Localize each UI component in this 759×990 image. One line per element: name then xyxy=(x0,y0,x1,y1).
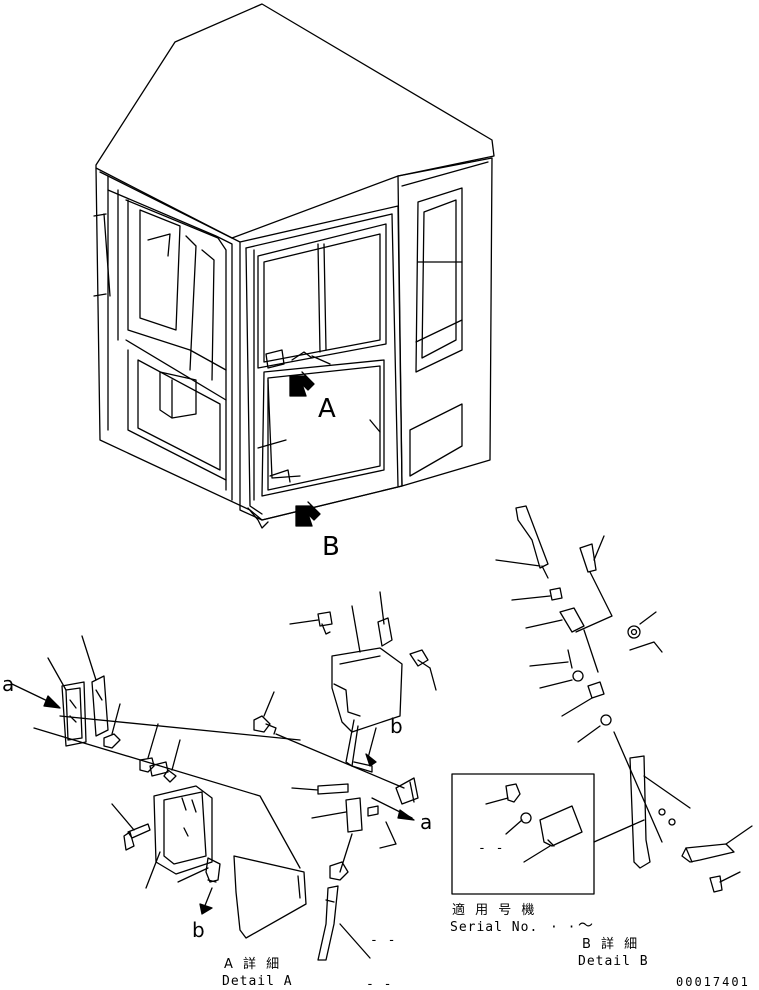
ref-label-a-left: a xyxy=(2,672,15,696)
cab-assembly xyxy=(93,3,495,529)
applicable-label-jp: 適 用 号 機 xyxy=(452,903,538,918)
detail-a-title-jp: A 詳 細 xyxy=(224,957,283,972)
bottom-placeholder-2: - - xyxy=(366,977,393,990)
bottom-placeholder: - - xyxy=(370,933,397,948)
detail-b-title-en: Detail B xyxy=(578,954,649,969)
drawing-number: 00017401 xyxy=(676,975,750,989)
serial-dots: · · xyxy=(550,920,577,935)
detail-a-parts xyxy=(11,635,405,939)
detail-b-parts xyxy=(495,505,753,893)
inset-placeholder: - - xyxy=(478,841,505,856)
ref-label-a-right: a xyxy=(420,810,433,834)
serial-tilde: 〜 xyxy=(578,916,595,934)
detail-b-title-jp: B 詳 細 xyxy=(582,937,641,952)
middle-parts xyxy=(289,591,437,961)
view-label-b: B xyxy=(322,532,340,562)
detail-a-title-en: Detail A xyxy=(222,974,293,989)
serial-label: Serial No. xyxy=(450,920,539,935)
ref-label-b-lower: b xyxy=(192,918,205,942)
serial-inset xyxy=(451,773,595,895)
view-label-a: A xyxy=(318,394,336,424)
ref-label-b-upper: b xyxy=(390,714,403,738)
